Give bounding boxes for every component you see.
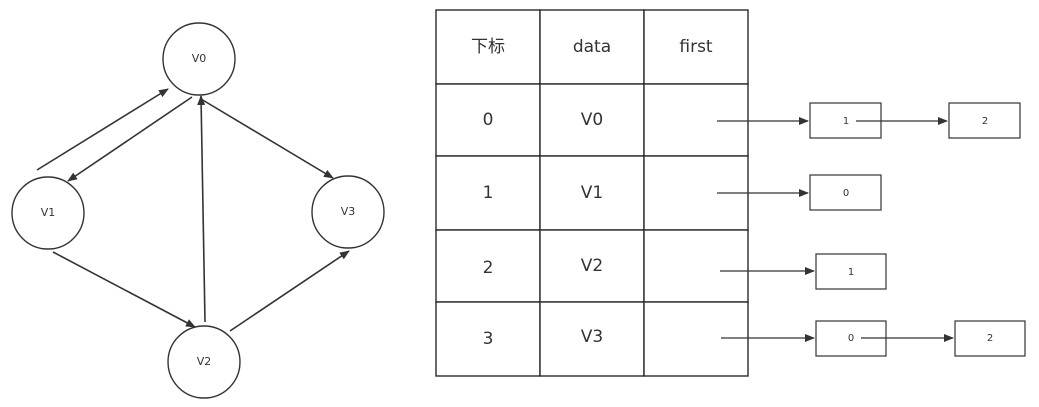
- header-data: data: [573, 37, 611, 57]
- edge-v1-to-v2: [52, 251, 196, 328]
- node-v0: V0: [162, 22, 236, 96]
- list-row-0: 1 2: [717, 102, 1021, 139]
- edge-v2-to-v0: [197, 95, 206, 323]
- node-v0-label: V0: [192, 52, 207, 65]
- directed-graph: V0 V1 V3 V2: [11, 22, 385, 399]
- vertex-table: 下标 data first 0 V0 1 V1 2 V2: [435, 9, 749, 377]
- row-2-index: 2: [483, 258, 494, 278]
- list-row-2-node-0-label: 1: [848, 267, 854, 278]
- list-node: [815, 253, 887, 290]
- table-row: 2 V2: [435, 229, 749, 303]
- table-row: 0 V0: [435, 83, 749, 157]
- table-row: 3 V3: [435, 301, 749, 377]
- adjacency-lists: 1 2 0 1 0 2: [717, 102, 1026, 357]
- list-node: [809, 174, 882, 211]
- list-row-2: 1: [720, 253, 887, 290]
- node-v1: V1: [11, 176, 85, 250]
- row-3-data: V3: [581, 327, 603, 347]
- header-first: first: [679, 37, 713, 57]
- node-v1-label: V1: [41, 206, 56, 219]
- node-v2-label: V2: [197, 355, 212, 368]
- node-v3-label: V3: [341, 205, 356, 218]
- list-row-0-node-1-label: 2: [982, 116, 988, 127]
- edge-v0-to-v3: [200, 98, 334, 179]
- row-3-index: 3: [483, 329, 494, 349]
- edge-v0-to-v1: [67, 96, 193, 182]
- list-row-3-node-0-label: 0: [848, 333, 854, 344]
- row-1-data: V1: [581, 183, 603, 203]
- list-node: [954, 320, 1026, 357]
- list-row-3: 0 2: [721, 320, 1026, 357]
- list-row-0-node-0-label: 1: [843, 116, 849, 127]
- row-1-index: 1: [483, 183, 494, 203]
- node-v3: V3: [311, 175, 385, 249]
- list-row-1: 0: [717, 174, 882, 211]
- table-row: 1 V1: [435, 155, 749, 231]
- row-0-data: V0: [581, 110, 603, 130]
- list-row-1-node-0-label: 0: [843, 188, 849, 199]
- row-0-index: 0: [483, 110, 494, 130]
- row-2-data: V2: [581, 256, 603, 276]
- node-v2: V2: [167, 325, 241, 399]
- list-row-3-node-1-label: 2: [987, 333, 993, 344]
- list-node: [948, 102, 1021, 139]
- header-index: 下标: [471, 37, 505, 57]
- edge-v1-to-v0: [36, 88, 169, 171]
- edge-v2-to-v3: [229, 250, 350, 332]
